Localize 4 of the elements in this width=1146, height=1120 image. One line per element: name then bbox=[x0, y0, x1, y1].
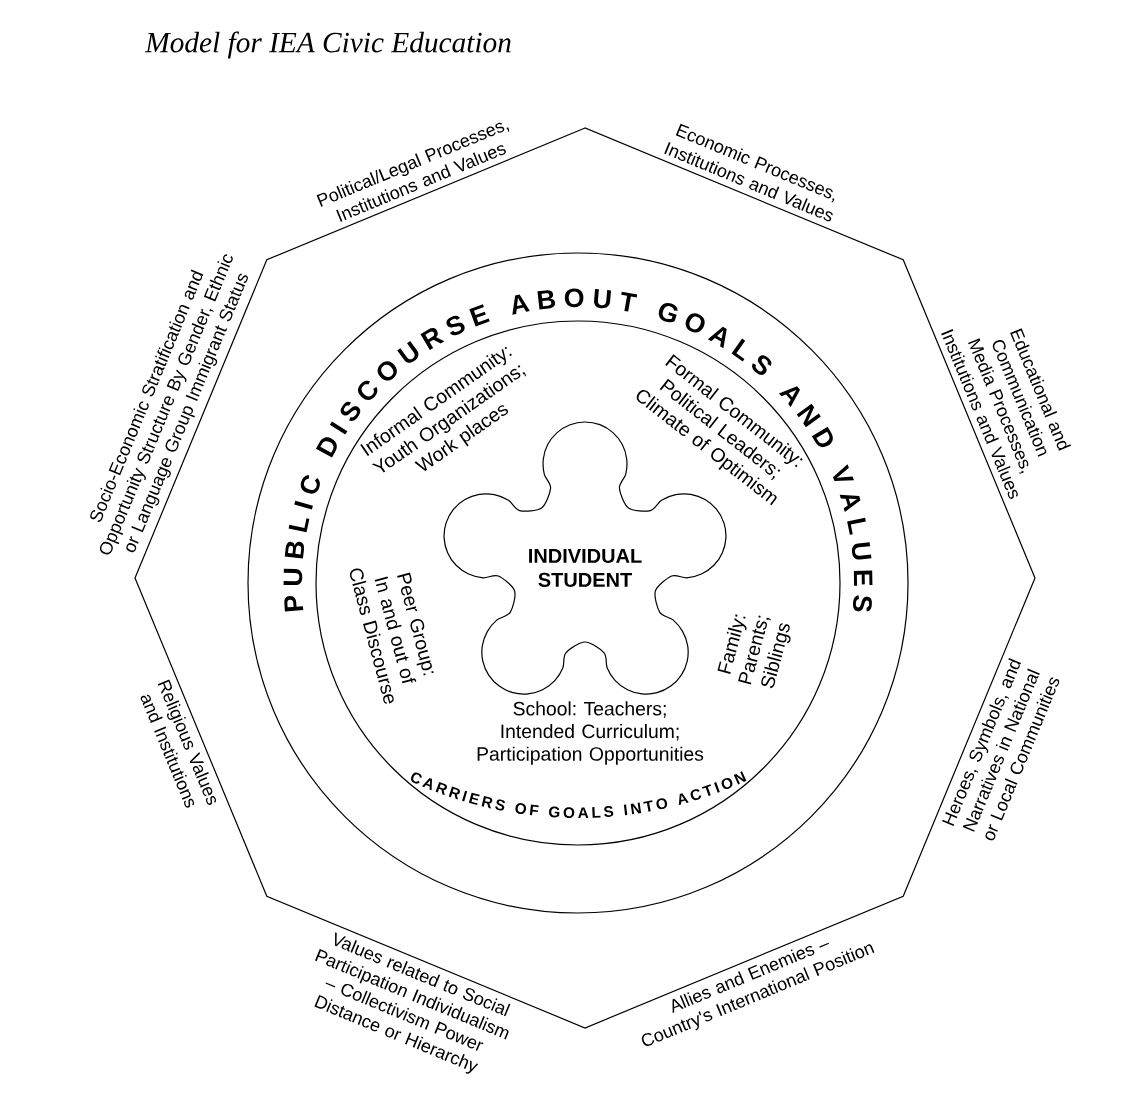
circle-band bbox=[247, 252, 909, 914]
carrier-label: School: Teachers; Intended Curriculum; Participation Opportunities bbox=[477, 701, 704, 765]
carrier-label: Peer Group: In and out of Class Discourse bbox=[349, 568, 434, 704]
title: Model for IEA Civic Education bbox=[144, 31, 511, 59]
